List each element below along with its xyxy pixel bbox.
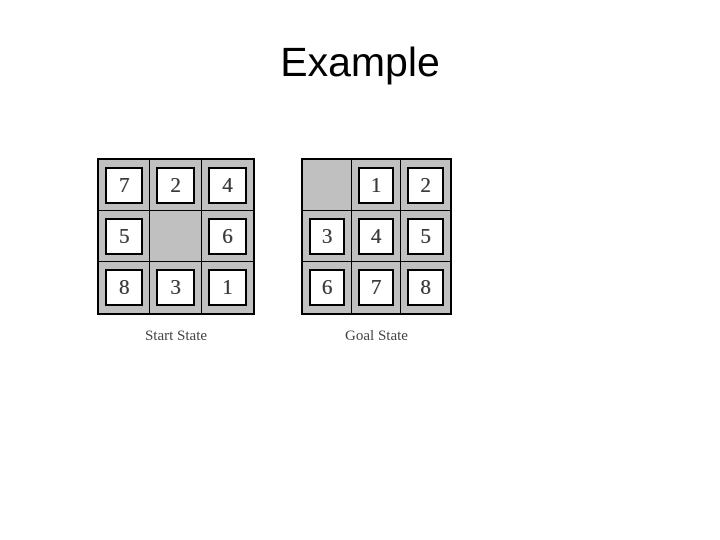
puzzle-tile-cell: 3 [150, 262, 202, 313]
tile-number: 3 [308, 217, 346, 255]
tile-number: 8 [406, 268, 445, 307]
puzzle-tile-cell: 1 [201, 262, 253, 313]
tile-number: 2 [406, 166, 445, 204]
puzzle-tile-cell: 7 [352, 262, 401, 313]
tile-number: 5 [105, 217, 144, 255]
puzzle-tile-cell: 1 [352, 160, 401, 211]
tile-number: 6 [308, 268, 346, 307]
tile-number: 4 [207, 166, 247, 204]
tile-number: 2 [156, 166, 195, 204]
tile-number: 7 [105, 166, 144, 204]
puzzle-blank-cell [303, 160, 352, 211]
tile-number: 8 [105, 268, 144, 307]
puzzle-blank-cell [150, 211, 202, 262]
puzzle-tile-cell: 8 [401, 262, 450, 313]
tile-number: 4 [357, 217, 395, 255]
puzzle-tile-cell: 6 [201, 211, 253, 262]
puzzle-tile-cell: 5 [99, 211, 151, 262]
puzzle-tile-cell: 8 [99, 262, 151, 313]
tile-number: 5 [406, 217, 445, 255]
tile-number: 1 [357, 166, 395, 204]
tile-number: 6 [207, 217, 247, 255]
puzzle-tile-cell: 4 [352, 211, 401, 262]
puzzle-tile-cell: 6 [303, 262, 352, 313]
puzzle-tile-cell: 3 [303, 211, 352, 262]
page-title: Example [280, 39, 440, 85]
caption-start-state: Start State [144, 328, 208, 344]
puzzle-tile-cell: 4 [201, 160, 253, 211]
tile-number: 7 [357, 268, 395, 307]
caption-goal-state: Goal State [345, 328, 408, 344]
tile-number: 1 [207, 268, 247, 307]
tile-number: 3 [156, 268, 195, 307]
puzzle-tile-cell: 2 [150, 160, 202, 211]
puzzle-tile-cell: 2 [401, 160, 450, 211]
puzzle-tile-cell: 7 [99, 160, 151, 211]
puzzle-tile-cell: 5 [401, 211, 450, 262]
